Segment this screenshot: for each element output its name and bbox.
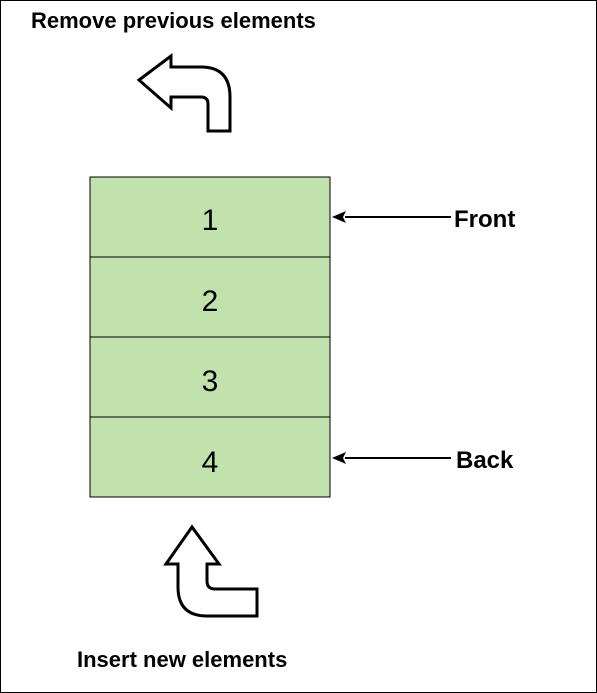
queue-cell-3: [89, 336, 331, 418]
queue-cell-1: [89, 176, 331, 258]
back-label: Back: [456, 447, 514, 474]
queue-cell-2-value: 2: [202, 285, 219, 318]
queue-cell-4-value: 4: [202, 446, 219, 479]
front-pointer-arrowhead-icon: [332, 211, 346, 223]
queue-cell-1-value: 1: [202, 204, 219, 237]
insert-new-label: Insert new elements: [77, 647, 287, 672]
front-label: Front: [454, 206, 515, 233]
queue-stack: 1 2 3 4: [89, 176, 331, 498]
queue-cell-2: [89, 256, 331, 338]
queue-cell-3-value: 3: [202, 365, 219, 398]
remove-previous-label: Remove previous elements: [31, 8, 316, 33]
insert-arrow-icon: [163, 524, 259, 618]
remove-arrow-icon: [136, 53, 232, 133]
queue-cell-4: [89, 416, 331, 498]
back-pointer-arrowhead-icon: [332, 452, 346, 464]
